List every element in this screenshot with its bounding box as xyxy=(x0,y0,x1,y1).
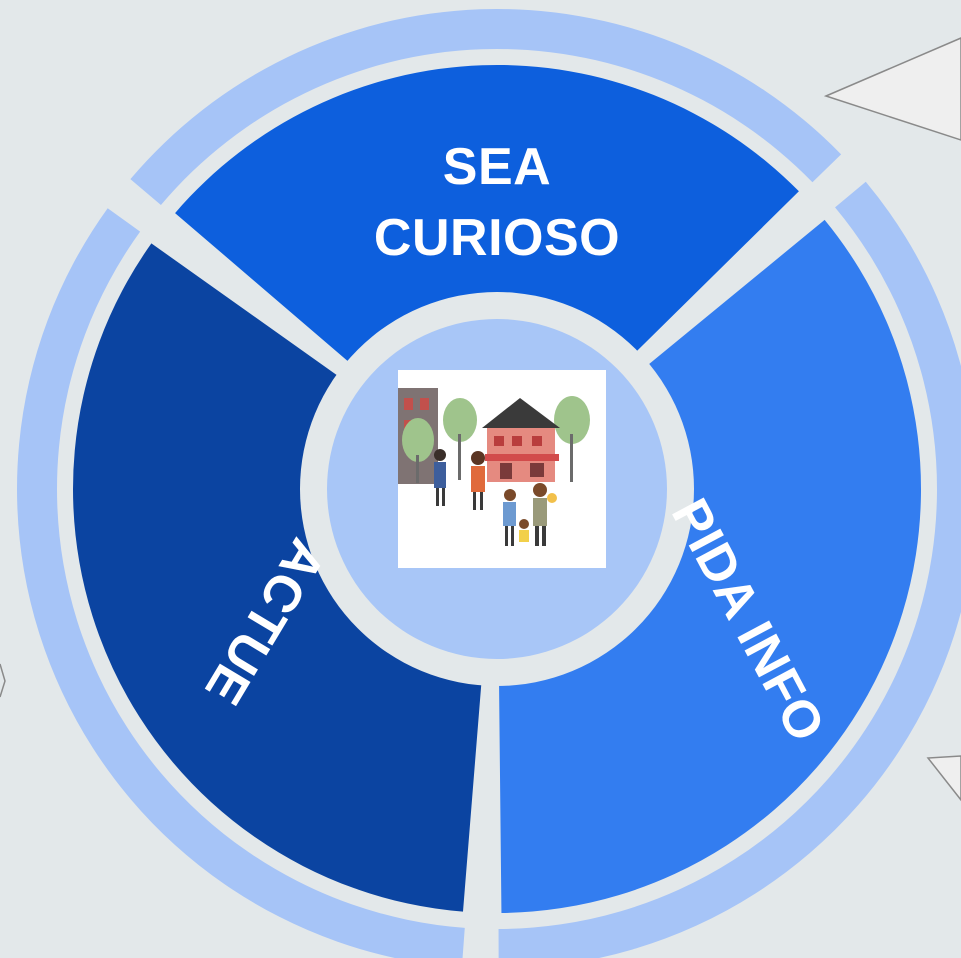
segment-label-top-line2: CURIOSO xyxy=(374,209,620,267)
segment-label-top-line1: SEA xyxy=(443,138,551,196)
segment-top xyxy=(175,64,799,366)
decorative-arrow-bottom-right xyxy=(926,755,961,802)
segment-left xyxy=(73,243,482,912)
outer-ring xyxy=(17,8,961,958)
outer-ring-arc-top xyxy=(130,8,842,205)
decorative-arrow-left xyxy=(0,663,6,698)
segments xyxy=(73,64,921,913)
outer-ring-arc-right xyxy=(498,181,961,958)
decorative-arrow-top-right xyxy=(823,37,961,141)
outer-ring-arc-left xyxy=(17,208,465,958)
segment-right xyxy=(498,219,921,913)
family-neighborhood-icon xyxy=(398,370,606,568)
